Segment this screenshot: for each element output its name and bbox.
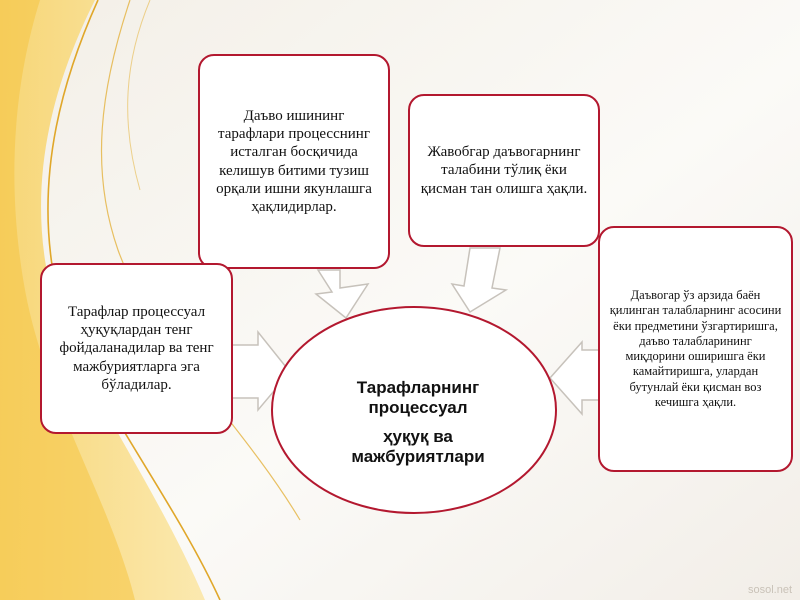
box-top-left: Даъво ишининг тарафлари процесснинг иста… (198, 54, 390, 269)
center-title-line1: Тарафларнинг процессуал (356, 378, 480, 418)
box-left-text: Тарафлар процессуал ҳуқуқлардан тенг фой… (59, 303, 214, 393)
box-left: Тарафлар процессуал ҳуқуқлардан тенг фой… (40, 263, 233, 434)
box-right: Даъвогар ўз арзида баён қилинган талабла… (598, 226, 793, 472)
center-title-line2: ҳуқуқ ва мажбуриятлари (351, 426, 485, 467)
box-top-right-text: Жавобгар даъвогарнинг талабини тўлиқ ёки… (420, 144, 588, 197)
box-right-text: Даъвогар ўз арзида баён қилинган талабла… (609, 288, 782, 409)
center-ellipse (271, 306, 557, 514)
box-top-right: Жавобгар даъвогарнинг талабини тўлиқ ёки… (408, 94, 600, 247)
arrow-topleft-to-center (314, 269, 370, 320)
center-title: Тарафларнинг процессуал ҳуқуқ ва мажбури… (318, 378, 518, 468)
box-top-left-text: Даъво ишининг тарафлари процесснинг иста… (216, 107, 372, 216)
arrow-topright-to-center (450, 247, 509, 314)
watermark: sosol.net (747, 584, 792, 596)
